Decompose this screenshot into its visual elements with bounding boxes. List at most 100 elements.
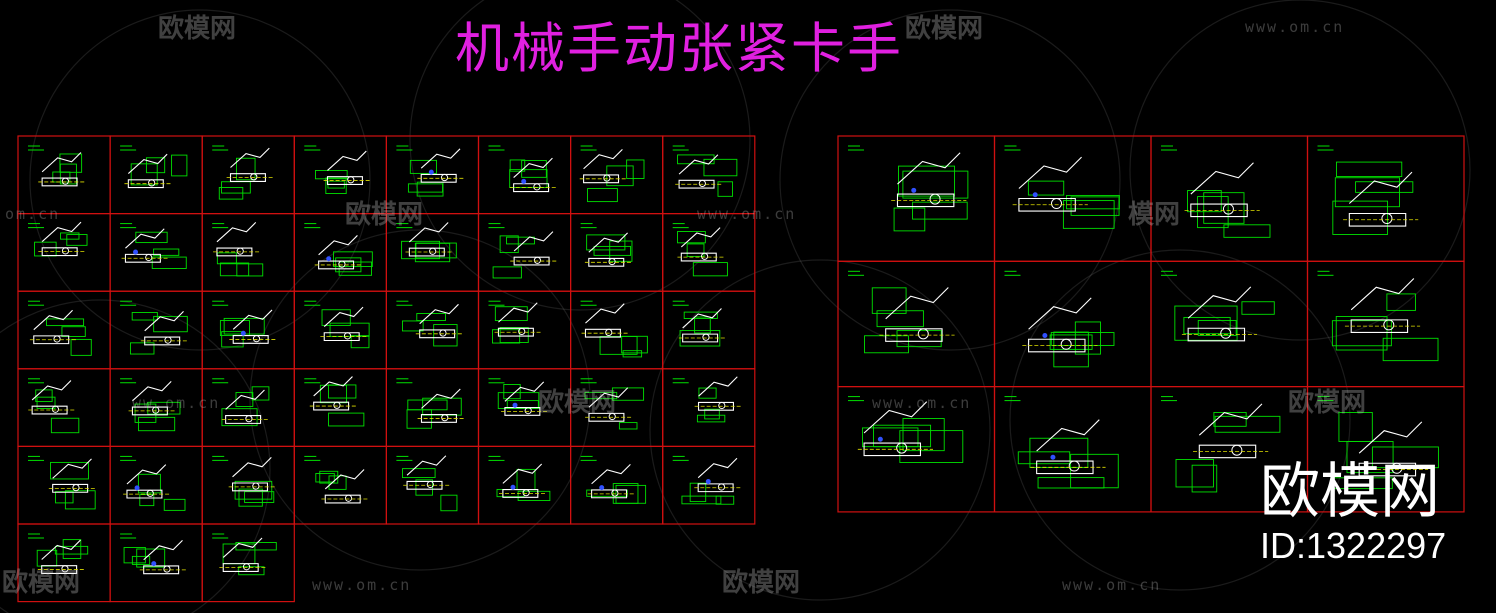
pivot-hole	[896, 442, 908, 454]
pivot-hole	[347, 176, 355, 184]
dimension-line	[615, 484, 647, 504]
dimension-line	[1331, 320, 1392, 347]
part-outline	[231, 457, 272, 492]
dimension-line	[36, 396, 56, 409]
dimension-line	[862, 427, 919, 448]
part-outline	[326, 150, 367, 185]
pivot-hole	[917, 328, 929, 340]
pivot-hole	[608, 257, 616, 266]
drawing-cell	[293, 290, 387, 370]
watermark-url: ww.om.cn	[132, 394, 221, 412]
dimension-line	[219, 262, 250, 277]
drawing-cell	[1306, 135, 1465, 262]
drawing-cell	[662, 368, 756, 447]
pivot-hole	[252, 335, 261, 343]
watermark-arc	[0, 299, 271, 613]
dimension-line	[876, 310, 924, 328]
dimension-line	[236, 157, 256, 181]
dimension-line	[401, 320, 424, 332]
drawing-cell	[1150, 135, 1309, 262]
part-outline	[1350, 278, 1415, 333]
dimension-line	[50, 461, 89, 480]
dimension-line	[138, 416, 176, 432]
dimension-line	[251, 386, 270, 401]
watermark-brand: 欧模网	[722, 568, 801, 598]
dimension-line	[1074, 321, 1101, 355]
dimension-line	[407, 399, 448, 411]
accent-dot	[599, 485, 605, 491]
drawing-cell	[109, 290, 203, 370]
dimension-line	[1191, 464, 1218, 493]
dimension-line	[129, 342, 155, 355]
pivot-hole	[242, 563, 251, 571]
dimension-line	[686, 243, 705, 257]
pivot-hole	[343, 332, 352, 340]
dimension-line	[703, 158, 738, 177]
dimension-line	[34, 241, 57, 257]
part-outline	[324, 469, 365, 504]
pivot-hole	[333, 401, 341, 409]
pivot-hole	[1050, 198, 1063, 210]
watermark-url: om.cn	[5, 205, 61, 223]
watermark-arc	[649, 259, 991, 601]
dimension-line	[238, 566, 265, 576]
dimension-line	[1070, 453, 1119, 489]
accent-dot	[877, 436, 883, 442]
dimension-line	[715, 495, 735, 505]
accent-dot	[911, 187, 917, 193]
dimension-line	[593, 245, 632, 256]
dimension-line	[216, 252, 237, 265]
part-outline	[127, 153, 168, 189]
pivot-hole	[603, 174, 611, 182]
pivot-hole	[72, 483, 80, 492]
dimension-line	[61, 326, 86, 337]
dimension-line	[912, 201, 968, 220]
dimension-line	[401, 240, 440, 260]
watermark-brand: 欧模网	[345, 200, 424, 230]
accent-dot	[521, 178, 527, 184]
dimension-line	[1037, 477, 1105, 489]
right-sheet	[837, 135, 1465, 513]
pivot-hole	[439, 329, 447, 337]
dimension-line	[64, 490, 96, 510]
drawing-cell	[109, 445, 203, 525]
part-outline	[697, 376, 738, 411]
drawing-cell	[17, 445, 111, 525]
dimension-line	[153, 315, 188, 333]
stamp-id: ID:1322297	[1260, 525, 1447, 566]
dimension-line	[1355, 181, 1414, 193]
part-outline	[1036, 419, 1100, 475]
dimension-line	[902, 418, 945, 452]
dimension-line	[55, 491, 74, 504]
pivot-hole	[61, 565, 69, 573]
dimension-line	[221, 408, 258, 427]
dimension-line	[1187, 190, 1222, 213]
dimension-line	[136, 548, 166, 568]
part-outline	[591, 463, 631, 499]
drawing-cell	[662, 445, 756, 525]
part-outline	[406, 455, 447, 490]
accent-dot	[1050, 454, 1056, 460]
pivot-hole	[1222, 203, 1234, 215]
dimension-line	[319, 384, 348, 404]
dimension-line	[1203, 192, 1245, 224]
pivot-hole	[1220, 327, 1232, 339]
drawing-cell	[993, 386, 1152, 513]
watermark-brand: 欧模网	[2, 568, 81, 598]
pivot-hole	[929, 193, 941, 205]
watermark-arc	[1129, 0, 1471, 341]
dimension-line	[584, 391, 618, 400]
dimension-line	[587, 188, 618, 203]
pivot-hole	[1391, 462, 1403, 474]
dimension-line	[1332, 200, 1389, 235]
dimension-line	[325, 177, 347, 195]
dimension-line	[1029, 437, 1089, 468]
part-outline	[497, 302, 538, 337]
part-outline	[885, 287, 949, 342]
pivot-hole	[1383, 319, 1395, 331]
dimension-line	[689, 482, 707, 503]
pivot-hole	[252, 482, 260, 490]
dimension-line	[609, 240, 633, 262]
watermark-arc	[249, 229, 591, 571]
